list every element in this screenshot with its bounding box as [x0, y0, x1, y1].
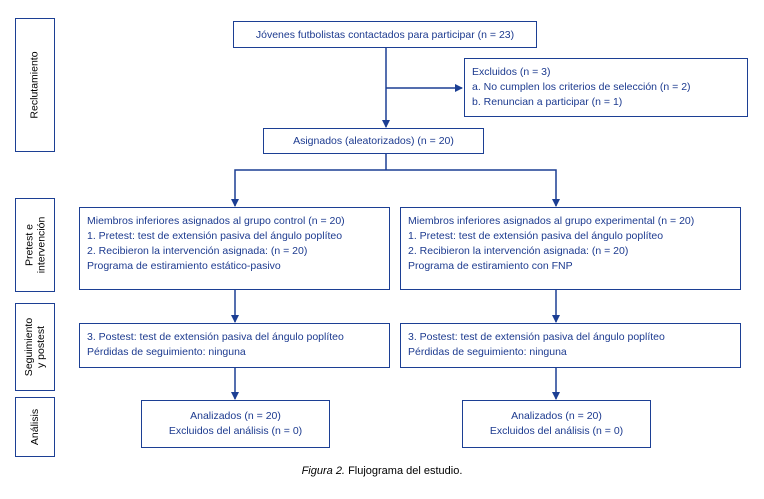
box-experimental-analysis: Analizados (n = 20) Excluidos del análisi… [462, 400, 651, 448]
box-control-analysis: Analizados (n = 20) Excluidos del análisi… [141, 400, 330, 448]
text-line: 1. Pretest: test de extensión pasiva del… [87, 230, 343, 242]
box-contacted: Jóvenes futbolistas contactados para par… [233, 21, 537, 48]
box-experimental-posttest: 3. Postest: test de extensión pasiva del… [400, 323, 741, 368]
figure-caption-label: Figura 2. [301, 465, 345, 477]
stage-label: Seguimiento y postest [23, 317, 47, 377]
text-line: Analizados (n = 20) [511, 410, 602, 422]
box-experimental-group: Miembros inferiores asignados al grupo e… [400, 207, 741, 290]
figure-caption-text: Flujograma del estudio. [348, 465, 463, 477]
text-line: Excluidos (n = 3) [472, 66, 551, 78]
stage-box-seguimiento-postest: Seguimiento y postest [15, 303, 55, 391]
text-line: 2. Recibieron la intervención asignada: … [87, 245, 308, 257]
stage-box-reclutamiento: Reclutamiento [15, 18, 55, 152]
stage-box-pretest-intervencion: Pretest e intervención [15, 198, 55, 292]
text-line: Programa de estiramiento con FNP [408, 260, 573, 272]
text-line: 2. Recibieron la intervención asignada: … [408, 245, 629, 257]
text-line: Miembros inferiores asignados al grupo e… [408, 215, 695, 227]
stage-label: Reclutamiento [29, 51, 41, 119]
box-randomized-text: Asignados (aleatorizados) (n = 20) [293, 135, 454, 147]
box-excluded: Excluidos (n = 3) a. No cumplen los crite… [464, 58, 748, 117]
text-line: Analizados (n = 20) [190, 410, 281, 422]
stage-label: Pretest e intervención [23, 216, 48, 274]
text-line: Excluidos del análisis (n = 0) [489, 425, 624, 437]
text-line: 3. Postest: test de extensión pasiva del… [87, 331, 344, 343]
figure-caption: Figura 2. Flujograma del estudio. [0, 465, 764, 477]
box-contacted-text: Jóvenes futbolistas contactados para par… [255, 28, 515, 41]
stage-label: Análisis [29, 408, 41, 446]
stage-box-analisis: Análisis [15, 397, 55, 457]
text-line: 3. Postest: test de extensión pasiva del… [408, 331, 665, 343]
text-line: Programa de estiramiento estático-pasivo [87, 260, 281, 272]
box-control-group: Miembros inferiores asignados al grupo c… [79, 207, 390, 290]
arrows-split-to-groups [231, 169, 560, 207]
text-line: Excluidos del análisis (n = 0) [168, 425, 303, 437]
text-line: Miembros inferiores asignados al grupo c… [87, 215, 345, 227]
text-line: Pérdidas de seguimiento: ninguna [408, 346, 567, 358]
text-line: a. No cumplen los criterios de selección… [472, 81, 691, 93]
box-randomized: Asignados (aleatorizados) (n = 20) [263, 128, 484, 154]
text-line: b. Renuncian a participar (n = 1) [472, 96, 623, 108]
text-line: Pérdidas de seguimiento: ninguna [87, 346, 246, 358]
text-line: 1. Pretest: test de extensión pasiva del… [408, 230, 664, 242]
box-control-posttest: 3. Postest: test de extensión pasiva del… [79, 323, 390, 368]
